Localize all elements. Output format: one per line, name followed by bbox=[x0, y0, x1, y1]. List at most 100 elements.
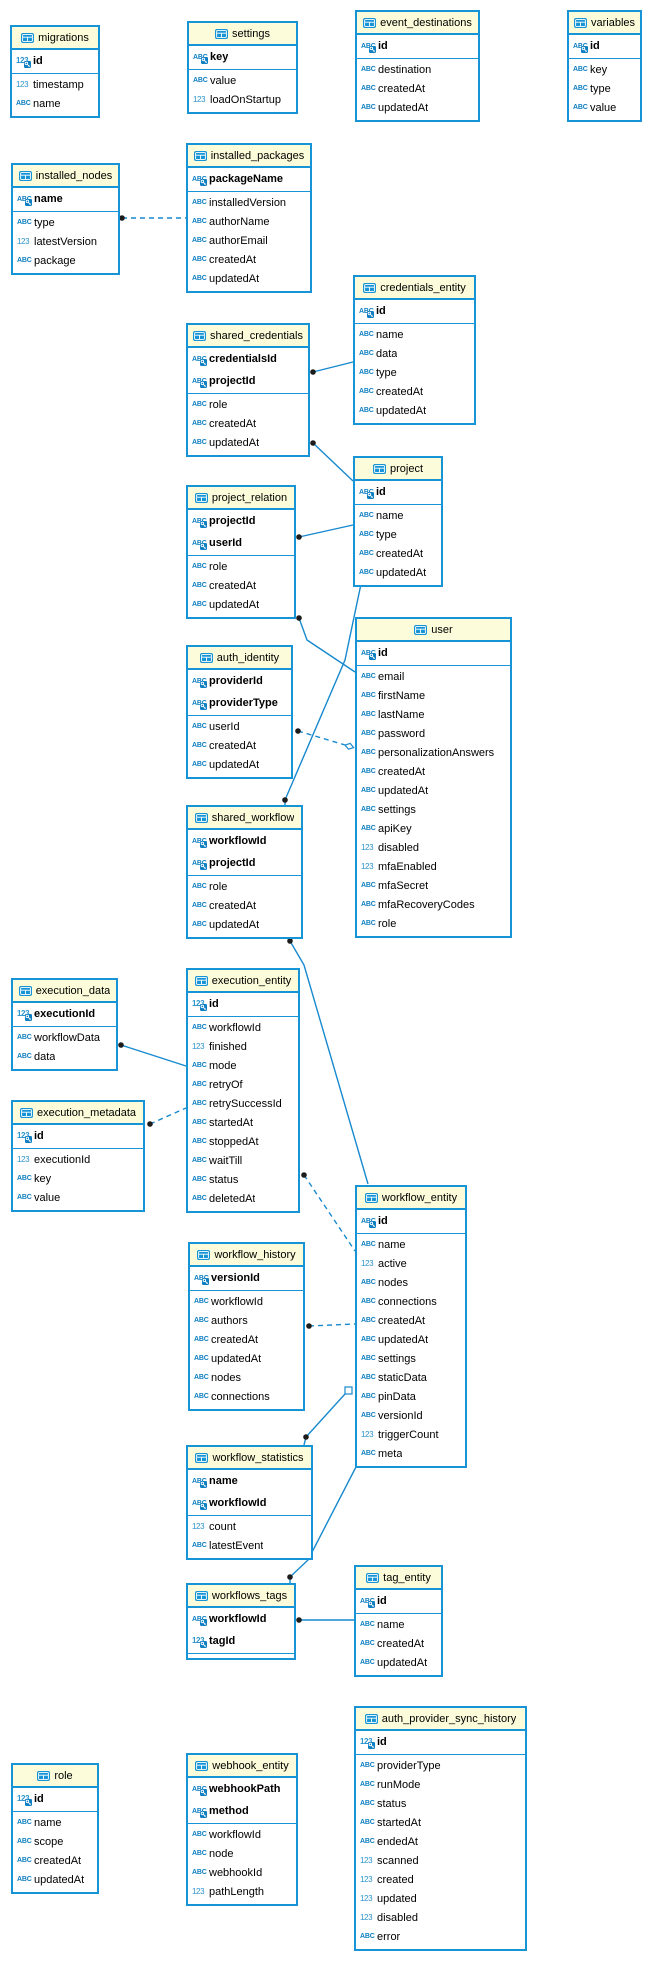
relationship-line[interactable] bbox=[303, 1174, 356, 1252]
table-header[interactable]: project bbox=[355, 458, 441, 481]
table-header[interactable]: migrations bbox=[12, 27, 98, 50]
table-header[interactable]: workflow_entity bbox=[357, 1187, 465, 1210]
relation-shared_credentials-project[interactable] bbox=[310, 440, 354, 482]
relation-shared_workflow-workflow_entity[interactable] bbox=[287, 938, 369, 1185]
table-header[interactable]: auth_provider_sync_history bbox=[356, 1708, 525, 1731]
table-header[interactable]: workflow_history bbox=[190, 1244, 303, 1267]
relation-workflows_tags-tag_entity[interactable] bbox=[296, 1617, 354, 1623]
relation-auth_identity-user[interactable] bbox=[295, 728, 355, 750]
table-header[interactable]: project_relation bbox=[188, 487, 294, 510]
table-header[interactable]: webhook_entity bbox=[188, 1755, 296, 1778]
relation-installed_nodes-installed_packages[interactable] bbox=[119, 215, 186, 221]
table-header[interactable]: variables bbox=[569, 12, 640, 35]
relationship-line[interactable] bbox=[297, 730, 346, 746]
table-header[interactable]: user bbox=[357, 619, 510, 642]
relationship-line[interactable] bbox=[289, 1464, 358, 1583]
relationship-line[interactable] bbox=[308, 1323, 356, 1327]
relation-project_relation-project[interactable] bbox=[296, 524, 354, 540]
table-header[interactable]: shared_workflow bbox=[188, 807, 301, 830]
relation-project-shared_workflow[interactable] bbox=[282, 583, 362, 805]
table-header[interactable]: workflows_tags bbox=[188, 1585, 294, 1608]
